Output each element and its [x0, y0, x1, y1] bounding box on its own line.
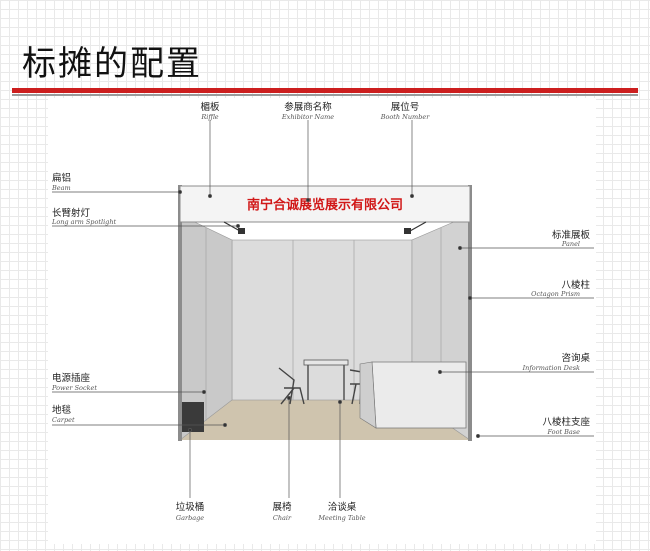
label-spotlight-en: Long arm Spotlight	[51, 218, 116, 226]
slide-title: 标摊的配置	[22, 44, 202, 84]
label-spotlight-cn: 长臂射灯	[52, 207, 91, 219]
chair-left	[278, 367, 305, 405]
label-panel-en: Panel	[561, 240, 580, 248]
title-underline-red	[12, 88, 638, 93]
meeting-table-top	[303, 359, 349, 366]
label-booth-number-en: Booth Number	[380, 113, 431, 121]
information-desk-side	[359, 361, 377, 429]
fascia-board	[179, 185, 471, 223]
label-beam-cn: 扁铝	[52, 172, 71, 184]
label-booth-number-cn: 展位号	[391, 101, 420, 113]
label-octagon-cn: 八棱柱	[561, 279, 590, 291]
label-carpet-en: Carpet	[52, 416, 75, 424]
label-chair-en: Chair	[273, 514, 292, 522]
label-info-desk-en: Information Desk	[522, 364, 580, 372]
label-exhibitor-en: Exhibitor Name	[281, 113, 334, 121]
label-socket-en: Power Socket	[51, 384, 97, 392]
label-info-desk-cn: 咨询桌	[561, 352, 590, 364]
label-meeting-table-cn: 洽谈桌	[328, 501, 357, 513]
company-name: 南宁合诚展览展示有限公司	[247, 197, 403, 213]
spotlight-right	[404, 228, 411, 234]
label-beam-en: Beam	[51, 184, 71, 192]
label-octagon-en: Octagon Prism	[531, 290, 580, 298]
title-underline-grey	[12, 94, 638, 96]
label-panel-cn: 标准展板	[552, 229, 591, 241]
label-fascia-cn: 楣板	[200, 101, 220, 113]
label-chair-cn: 展椅	[272, 501, 292, 513]
spotlight-arm-left	[223, 221, 241, 232]
label-garbage-en: Garbage	[176, 514, 204, 522]
octagon-prism-right	[468, 185, 472, 441]
label-exhibitor-cn: 参展商名称	[284, 101, 332, 113]
octagon-prism-left	[178, 185, 182, 441]
label-foot-base-en: Foot Base	[547, 428, 581, 436]
label-foot-base-cn: 八棱柱支座	[542, 416, 590, 428]
spotlight-left	[238, 228, 245, 234]
garbage-bin	[182, 402, 204, 432]
label-socket-cn: 电源插座	[52, 372, 91, 384]
label-fascia-en: Riffle	[200, 113, 218, 121]
label-carpet-cn: 地毯	[52, 404, 72, 416]
label-garbage-cn: 垃圾桶	[176, 501, 205, 513]
spotlight-arm-right	[409, 221, 427, 232]
label-meeting-table-en: Meeting Table	[317, 514, 365, 522]
